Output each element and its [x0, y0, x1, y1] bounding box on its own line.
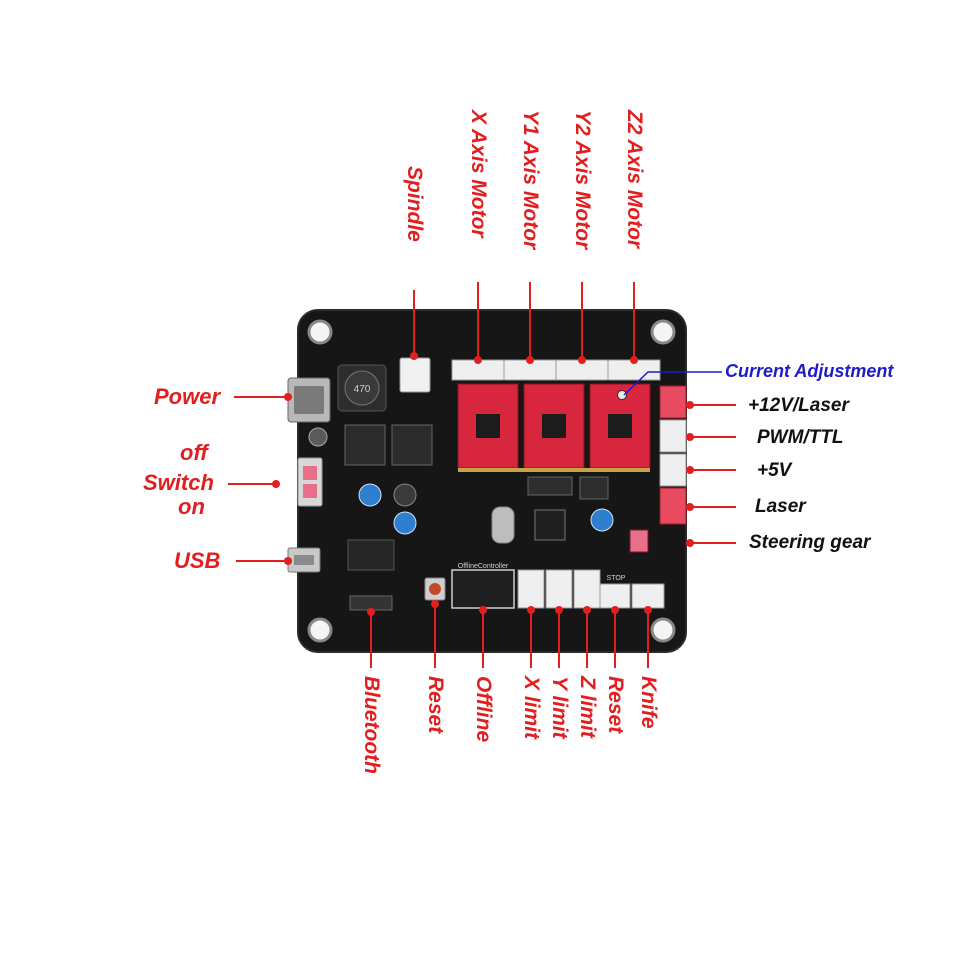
label-x-limit: X limit: [520, 676, 543, 740]
current-adjustment-pointer: [623, 371, 722, 396]
pointer-lines: [228, 282, 736, 668]
mounting-hole: [650, 617, 676, 643]
z-limit-connector: [573, 569, 601, 609]
label-laser: Laser: [755, 496, 806, 517]
label-offline: Offline: [472, 676, 495, 743]
bluetooth-header: [349, 595, 393, 611]
label-y2-axis-motor: Y2 Axis Motor: [571, 110, 594, 250]
label-pwm-ttl: PWM/TTL: [757, 427, 844, 448]
label-switch: Switch: [143, 470, 214, 495]
capacitor: [590, 508, 614, 532]
stop-marking: STOP: [607, 575, 626, 582]
label-steering-gear: Steering gear: [749, 532, 871, 553]
steering-gear-pins: [629, 529, 649, 553]
capacitor: [393, 483, 417, 507]
spindle-connector: [399, 357, 431, 393]
label-x-axis-motor: X Axis Motor: [467, 110, 490, 238]
regulator-chip: [344, 424, 386, 466]
label-12v-laser: +12V/Laser: [748, 395, 849, 416]
5v-connector: [659, 453, 687, 487]
label-z-limit: Z limit: [576, 676, 599, 738]
capacitor: [393, 511, 417, 535]
label-y-limit: Y limit: [548, 676, 571, 739]
power-switch: [297, 457, 323, 507]
mounting-hole: [650, 319, 676, 345]
capacitor: [358, 483, 382, 507]
label-reset: Reset: [424, 676, 447, 734]
label-usb: USB: [174, 548, 221, 573]
label-z2-axis-motor: Z2 Axis Motor: [623, 110, 646, 249]
laser-connector: [659, 487, 687, 525]
label-knife: Knife: [637, 676, 660, 729]
offline-port: [451, 569, 515, 609]
pin-header: [579, 476, 609, 500]
crystal: [491, 506, 515, 544]
x-limit-connector: [517, 569, 545, 609]
pin-header: [527, 476, 573, 496]
inductor-marking: 470: [354, 384, 371, 395]
reset-connector: [599, 583, 631, 609]
label-5v: +5V: [757, 460, 792, 481]
label-power: Power: [154, 384, 221, 409]
usb-chip: [347, 539, 395, 571]
mounting-hole: [307, 319, 333, 345]
offline-port-marking: OfflineController: [458, 563, 509, 570]
label-current-adjustment: Current Adjustment: [725, 361, 894, 381]
label-y1-axis-motor: Y1 Axis Motor: [519, 110, 542, 250]
label-spindle: Spindle: [403, 166, 426, 242]
12v-laser-connector: [659, 385, 687, 419]
knife-connector: [631, 583, 665, 609]
label-reset-2: Reset: [604, 676, 627, 734]
current-potentiometer: [617, 390, 627, 400]
label-bluetooth: Bluetooth: [360, 676, 383, 774]
label-off: off: [180, 440, 208, 465]
pwm-ttl-connector: [659, 419, 687, 453]
capacitor: [308, 427, 328, 447]
y-limit-connector: [545, 569, 573, 609]
regulator-chip: [391, 424, 433, 466]
mounting-hole: [307, 617, 333, 643]
pcb-board: 470 OfflineController: [287, 309, 687, 653]
mcu-chip: [534, 509, 566, 541]
label-on: on: [178, 494, 205, 519]
